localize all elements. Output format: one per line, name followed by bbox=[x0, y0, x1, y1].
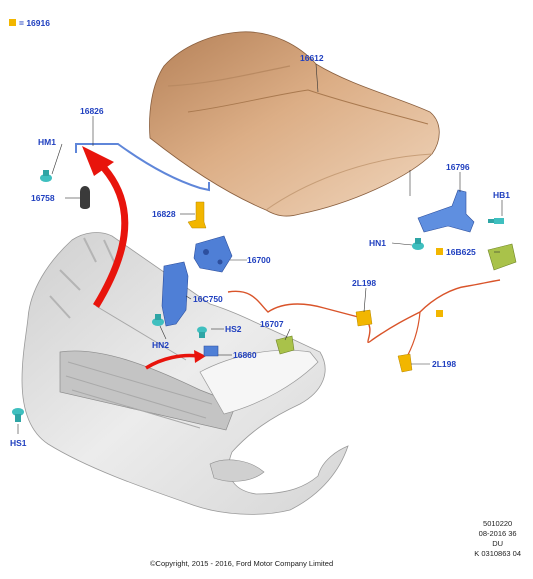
ref-line-1: 5010220 bbox=[483, 519, 513, 528]
label-hs1: HS1 bbox=[10, 438, 27, 448]
label-2l198-lower: 2L198 bbox=[432, 359, 456, 369]
cable-clip-2l198-lower bbox=[397, 353, 413, 373]
label-16b625-swatch bbox=[436, 248, 443, 255]
ref-line-4: K 0310863 04 bbox=[474, 549, 521, 558]
label-16758: 16758 bbox=[31, 193, 55, 203]
ref-line-3: DU bbox=[492, 539, 504, 548]
removal-arrow-up bbox=[93, 165, 129, 308]
cable-clip-marker bbox=[436, 310, 443, 317]
fastener-hn2 bbox=[152, 314, 164, 326]
label-hn2: HN2 bbox=[152, 340, 169, 350]
copyright-text: ©Copyright, 2015 - 2016, Ford Motor Comp… bbox=[150, 559, 334, 568]
cable-clip-16707 bbox=[275, 335, 295, 355]
label-16612: 16612 bbox=[300, 53, 324, 63]
label-hs2: HS2 bbox=[225, 324, 242, 334]
removal-arrowhead-right bbox=[194, 350, 206, 363]
label-16707: 16707 bbox=[260, 319, 284, 329]
fastener-hs2 bbox=[197, 326, 207, 338]
legend-label: = 16916 bbox=[19, 18, 50, 28]
label-hb1: HB1 bbox=[493, 190, 510, 200]
cable-clip-2l198-upper bbox=[355, 309, 373, 327]
latch-assembly bbox=[193, 235, 233, 273]
label-hn1: HN1 bbox=[369, 238, 386, 248]
insulator-part bbox=[80, 186, 90, 209]
latch-bracket bbox=[161, 261, 189, 327]
fastener-hn1 bbox=[412, 238, 424, 250]
fastener-hm1-left bbox=[40, 170, 52, 182]
hood-prop-rod bbox=[75, 143, 210, 192]
label-16b625: 16B625 bbox=[446, 247, 476, 257]
label-hm1: HM1 bbox=[38, 137, 56, 147]
label-16700: 16700 bbox=[247, 255, 271, 265]
label-16c750: 16C750 bbox=[193, 294, 223, 304]
hood-panel bbox=[149, 31, 440, 217]
label-2l198-upper: 2L198 bbox=[352, 278, 376, 288]
legend-swatch bbox=[9, 19, 16, 26]
release-handle bbox=[203, 345, 219, 357]
fastener-hb1 bbox=[488, 218, 504, 224]
label-16860: 16860 bbox=[233, 350, 257, 360]
label-16826: 16826 bbox=[80, 106, 104, 116]
striker-part bbox=[187, 201, 207, 229]
label-16796: 16796 bbox=[446, 162, 470, 172]
removal-arrowhead-up bbox=[82, 146, 114, 176]
fastener-hs1 bbox=[12, 408, 24, 422]
hood-hinge bbox=[417, 189, 475, 233]
label-16828: 16828 bbox=[152, 209, 176, 219]
leader-lines bbox=[17, 63, 503, 434]
ref-line-2: 08-2016 36 bbox=[478, 529, 517, 538]
removal-arrow-right bbox=[145, 353, 199, 370]
release-cable bbox=[227, 279, 501, 343]
front-bumper bbox=[21, 232, 349, 515]
reference-block: 5010220 08-2016 36 DU K 0310863 04 bbox=[474, 519, 521, 559]
panel-part bbox=[487, 243, 517, 271]
